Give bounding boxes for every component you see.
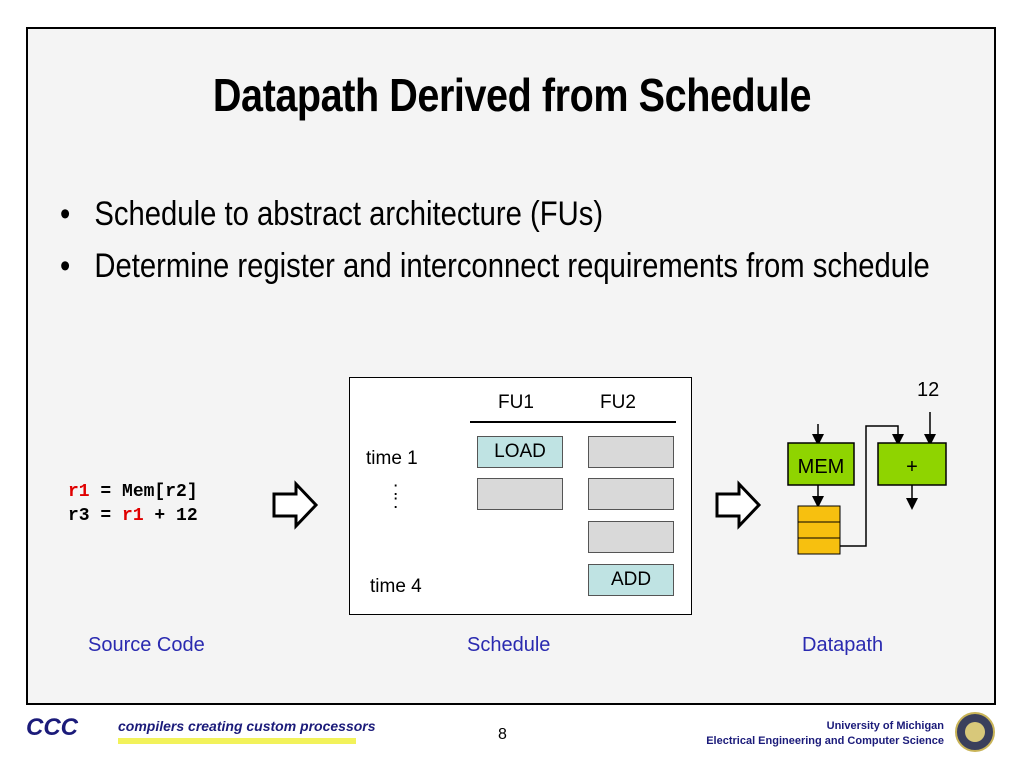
bullet-dot: • [60, 247, 71, 285]
constant-label: 12 [917, 379, 940, 401]
ellipsis-dot: : [393, 479, 399, 500]
register-cell [797, 537, 841, 555]
datapath-caption: Datapath [802, 634, 884, 656]
code-reg: r1 [68, 482, 90, 502]
bullet-dot: • [60, 195, 71, 233]
fu1-header: FU1 [498, 392, 534, 413]
datapath-diagram [787, 412, 947, 555]
fu2-header: FU2 [600, 392, 636, 413]
source-code-caption: Source Code [88, 634, 205, 656]
department-name: Electrical Engineering and Computer Scie… [706, 735, 944, 747]
schedule-slot-empty [477, 478, 563, 510]
ellipsis-dot: : [393, 492, 399, 513]
bullet-item: • Determine register and interconnect re… [60, 244, 989, 288]
adder-label: + [906, 456, 918, 478]
register-cell [797, 521, 841, 539]
schedule-slot-empty [588, 436, 674, 468]
code-line-2: r3 = r1 + 12 [68, 504, 198, 528]
time-label: time 1 [366, 448, 418, 469]
ccc-logo: CCC [26, 714, 78, 741]
header-divider [470, 421, 676, 423]
code-line-1: r1 = Mem[r2] [68, 480, 198, 504]
university-credit: University of Michigan Electrical Engine… [706, 719, 944, 749]
university-seal-icon [955, 712, 995, 752]
schedule-slot-add: ADD [588, 564, 674, 596]
schedule-table: FU1 FU2 time 1 : : time 4 LOAD ADD [349, 377, 692, 615]
schedule-caption: Schedule [467, 634, 551, 656]
register-to-adder-wire [840, 425, 904, 547]
code-text: r3 = [68, 506, 123, 526]
source-code: r1 = Mem[r2] r3 = r1 + 12 [68, 480, 198, 528]
bullet-item: • Schedule to abstract architecture (FUs… [60, 192, 989, 236]
code-text: + 12 [143, 506, 198, 526]
page-number: 8 [498, 726, 507, 743]
university-name: University of Michigan [826, 720, 944, 732]
time-label: time 4 [370, 576, 422, 597]
register-cell [797, 505, 841, 523]
code-text: = Mem[r2] [89, 482, 198, 502]
mem-unit [787, 442, 855, 486]
mem-label: MEM [797, 456, 845, 478]
ccc-tagline: compilers creating custom processors [118, 718, 376, 734]
ellipsis: : : [393, 479, 399, 513]
slide-title: Datapath Derived from Schedule [212, 69, 812, 121]
arrow-right-icon [715, 480, 762, 530]
schedule-slot-empty [588, 478, 674, 510]
bullet-text: Determine register and interconnect requ… [94, 247, 930, 285]
code-reg: r1 [122, 506, 144, 526]
arrow-right-icon [272, 480, 319, 530]
schedule-slot-empty [588, 521, 674, 553]
bullet-text: Schedule to abstract architecture (FUs) [94, 195, 604, 233]
schedule-slot-load: LOAD [477, 436, 563, 468]
tagline-underline [118, 738, 356, 744]
bullet-list: • Schedule to abstract architecture (FUs… [60, 192, 960, 296]
